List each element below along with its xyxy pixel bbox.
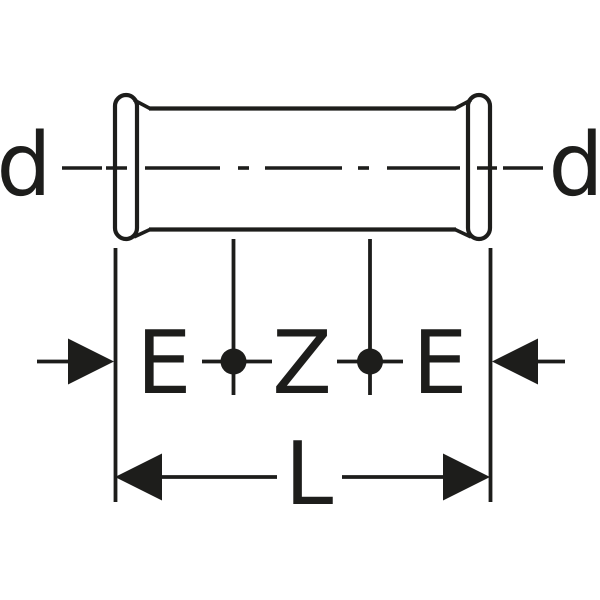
reference-dot-right [357,348,383,375]
label-d-left: d [0,114,52,216]
left-top-shoulder [133,98,151,111]
left-bottom-shoulder [133,227,151,239]
l-dim-arrow-left-icon [115,453,162,501]
label-z: Z [272,312,332,414]
label-d-right: d [548,114,600,216]
dim-arrow-right-icon [68,338,114,385]
reference-dot-left [220,348,247,375]
dimension-labels: d d E Z E L [0,114,600,525]
label-l: L [285,423,333,525]
l-dim-arrow-right-icon [443,453,490,501]
coupling-outline [112,92,493,242]
dimension-row-l [115,453,490,501]
label-e-right: E [413,312,468,414]
right-bottom-shoulder [454,227,472,239]
dim-arrow-left-icon [492,338,538,385]
label-e-left: E [137,312,192,414]
dimension-row-eze [37,338,565,385]
right-top-shoulder [454,98,472,111]
